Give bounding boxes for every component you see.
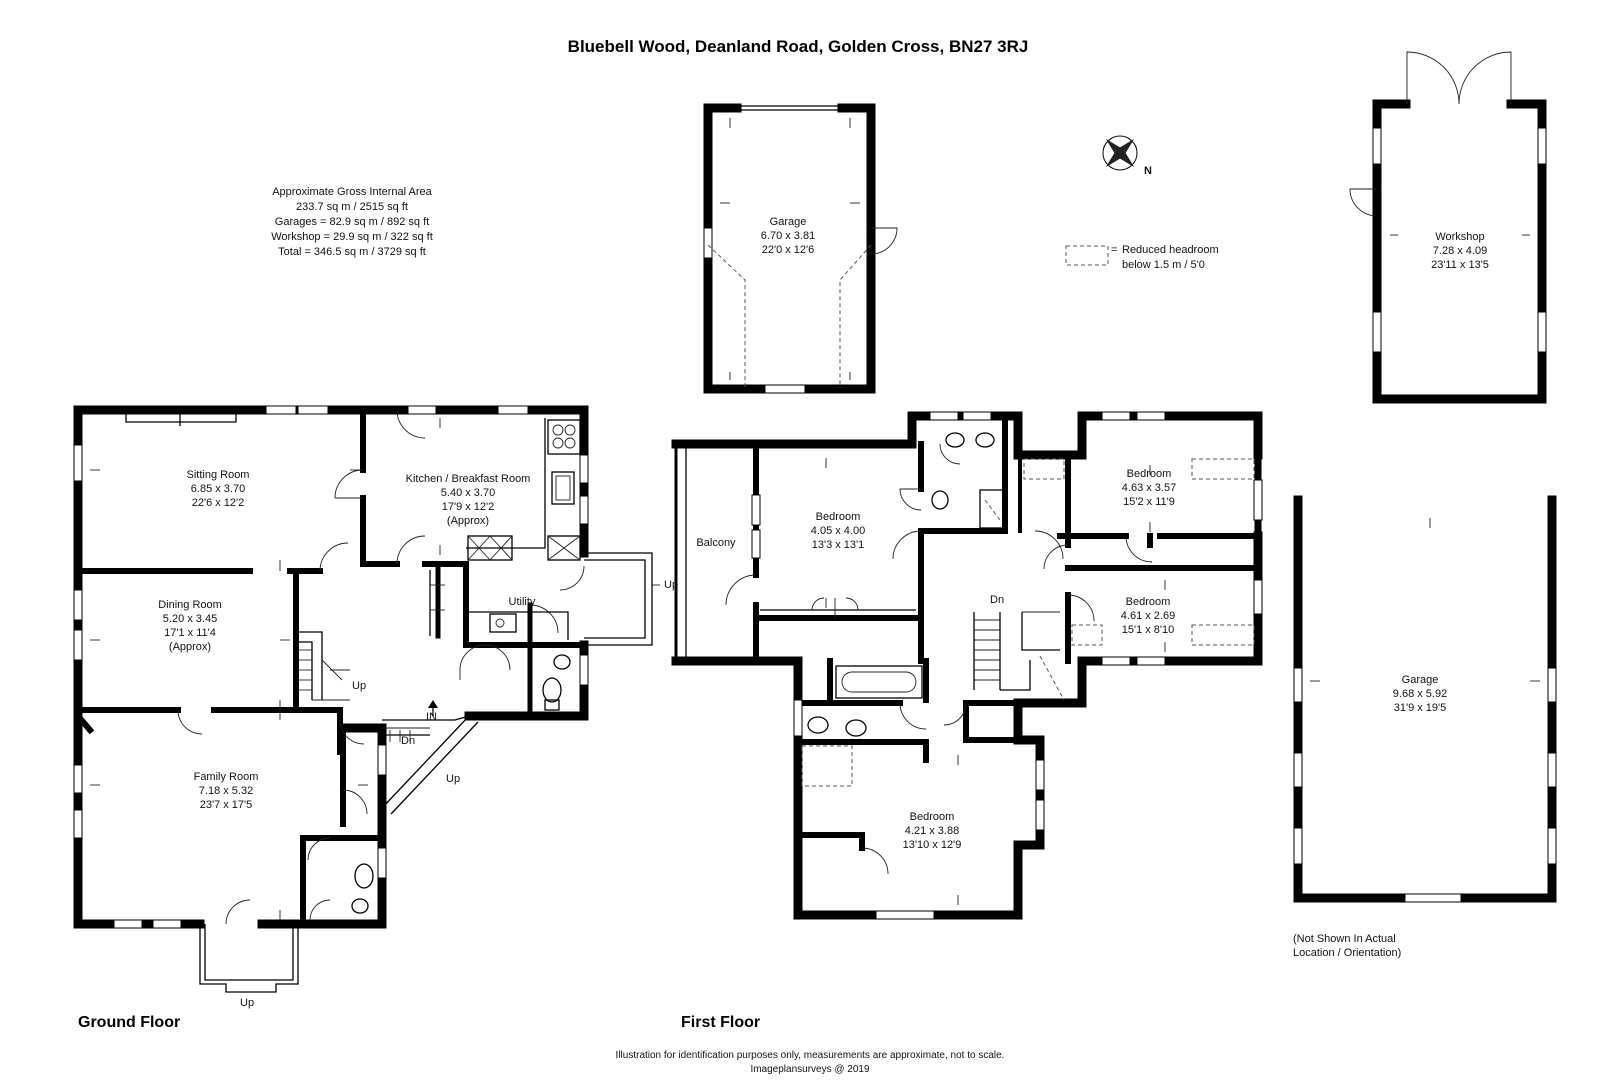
svg-text:6.85 x 3.70: 6.85 x 3.70 bbox=[191, 483, 245, 495]
bedroom-2-label: Bedroom 4.63 x 3.57 15'2 x 11'9 bbox=[1122, 468, 1176, 508]
ground-floor-plan bbox=[73, 405, 660, 993]
dining-room-label: Dining Room 5.20 x 3.45 17'1 x 11'4 (App… bbox=[158, 599, 222, 653]
svg-text:22'6 x 12'2: 22'6 x 12'2 bbox=[192, 497, 245, 509]
kitchen-label: Kitchen / Breakfast Room 5.40 x 3.70 17'… bbox=[406, 473, 531, 527]
svg-text:6.70 x 3.81: 6.70 x 3.81 bbox=[761, 230, 815, 242]
stair-dn-ground: Dn bbox=[401, 735, 415, 747]
svg-text:5.40 x 3.70: 5.40 x 3.70 bbox=[441, 487, 495, 499]
area-total: Total = 346.5 sq m / 3729 sq ft bbox=[278, 246, 426, 258]
svg-text:17'9 x 12'2: 17'9 x 12'2 bbox=[442, 501, 495, 513]
svg-text:7.28 x 4.09: 7.28 x 4.09 bbox=[1433, 245, 1487, 257]
balcony-label: Balcony bbox=[696, 537, 736, 549]
svg-text:(Approx): (Approx) bbox=[447, 515, 489, 527]
compass-label: N bbox=[1144, 165, 1152, 177]
svg-text:Family Room: Family Room bbox=[194, 771, 259, 783]
svg-text:23'7 x 17'5: 23'7 x 17'5 bbox=[200, 799, 253, 811]
area-garages: Garages = 82.9 sq m / 892 sq ft bbox=[275, 216, 429, 228]
first-floor-label: First Floor bbox=[681, 1014, 760, 1031]
bedroom-4-label: Bedroom 4.21 x 3.88 13'10 x 12'9 bbox=[903, 811, 962, 851]
bedroom-1-label: Bedroom 4.05 x 4.00 13'3 x 13'1 bbox=[811, 511, 865, 551]
svg-text:23'11 x 13'5: 23'11 x 13'5 bbox=[1431, 259, 1489, 271]
svg-text:Garage: Garage bbox=[1402, 674, 1439, 686]
svg-text:5.20 x 3.45: 5.20 x 3.45 bbox=[163, 613, 217, 625]
svg-text:(Approx): (Approx) bbox=[169, 641, 211, 653]
utility-label: Utility bbox=[509, 596, 536, 608]
svg-text:15'1 x 8'10: 15'1 x 8'10 bbox=[1122, 624, 1175, 636]
svg-text:22'0 x 12'6: 22'0 x 12'6 bbox=[762, 244, 815, 256]
credit: Imageplansurveys @ 2019 bbox=[750, 1064, 870, 1075]
svg-text:9.68 x 5.92: 9.68 x 5.92 bbox=[1393, 688, 1447, 700]
stair-dn-first: Dn bbox=[990, 594, 1004, 606]
svg-text:13'10 x 12'9: 13'10 x 12'9 bbox=[903, 839, 962, 851]
svg-text:4.05 x 4.00: 4.05 x 4.00 bbox=[811, 525, 865, 537]
bedroom-3-label: Bedroom 4.61 x 2.69 15'1 x 8'10 bbox=[1121, 596, 1175, 636]
garage-large-label: Garage 9.68 x 5.92 31'9 x 19'5 bbox=[1393, 674, 1447, 714]
svg-text:Bedroom: Bedroom bbox=[816, 511, 861, 523]
area-workshop: Workshop = 29.9 sq m / 322 sq ft bbox=[271, 231, 433, 243]
legend: = Reduced headroom below 1.5 m / 5'0 bbox=[1065, 244, 1219, 271]
svg-text:Bedroom: Bedroom bbox=[910, 811, 955, 823]
first-floor-staircase bbox=[973, 611, 1060, 691]
legend-line1: Reduced headroom bbox=[1122, 244, 1219, 256]
svg-text:4.61 x 2.69: 4.61 x 2.69 bbox=[1121, 610, 1175, 622]
garage-top-label: Garage 6.70 x 3.81 22'0 x 12'6 bbox=[761, 216, 815, 256]
svg-text:31'9 x 19'5: 31'9 x 19'5 bbox=[1394, 702, 1447, 714]
garage-top bbox=[703, 103, 898, 394]
svg-text:Bedroom: Bedroom bbox=[1127, 468, 1172, 480]
area-main: 233.7 sq m / 2515 sq ft bbox=[296, 201, 408, 213]
compass-icon bbox=[1102, 135, 1138, 171]
first-floor-plan bbox=[671, 411, 1263, 920]
entrance-in-label: IN bbox=[426, 711, 437, 723]
svg-text:17'1 x 11'4: 17'1 x 11'4 bbox=[164, 627, 216, 639]
svg-text:Sitting Room: Sitting Room bbox=[187, 469, 250, 481]
svg-text:Bedroom: Bedroom bbox=[1126, 596, 1171, 608]
not-shown-note-line2: Location / Orientation) bbox=[1293, 947, 1401, 959]
workshop bbox=[1349, 51, 1547, 404]
legend-line2: below 1.5 m / 5'0 bbox=[1122, 259, 1205, 271]
svg-text:Kitchen / Breakfast Room: Kitchen / Breakfast Room bbox=[406, 473, 531, 485]
area-heading: Approximate Gross Internal Area bbox=[272, 186, 432, 198]
workshop-label: Workshop 7.28 x 4.09 23'11 x 13'5 bbox=[1431, 231, 1489, 271]
svg-text:13'3 x 13'1: 13'3 x 13'1 bbox=[812, 539, 865, 551]
ground-staircase bbox=[298, 631, 350, 701]
stair-up-ground: Up bbox=[352, 680, 366, 692]
svg-text:15'2 x 11'9: 15'2 x 11'9 bbox=[1123, 496, 1175, 508]
not-shown-note-line1: (Not Shown In Actual bbox=[1293, 933, 1396, 945]
ramp-up-label: Up bbox=[446, 773, 460, 785]
porch-up-label: Up bbox=[240, 997, 254, 1009]
plan-title: Bluebell Wood, Deanland Road, Golden Cro… bbox=[568, 37, 1029, 56]
svg-text:Workshop: Workshop bbox=[1435, 231, 1484, 243]
ground-floor-label: Ground Floor bbox=[78, 1014, 180, 1031]
garage-large bbox=[1293, 495, 1557, 903]
svg-text:4.21 x 3.88: 4.21 x 3.88 bbox=[905, 825, 959, 837]
area-summary: Approximate Gross Internal Area 233.7 sq… bbox=[271, 186, 433, 258]
svg-text:Dining Room: Dining Room bbox=[158, 599, 222, 611]
svg-text:4.63 x 3.57: 4.63 x 3.57 bbox=[1122, 482, 1176, 494]
reduced-headroom-swatch bbox=[1065, 245, 1109, 266]
family-room-label: Family Room 7.18 x 5.32 23'7 x 17'5 bbox=[194, 771, 259, 811]
sitting-room-label: Sitting Room 6.85 x 3.70 22'6 x 12'2 bbox=[187, 469, 250, 509]
svg-text:7.18 x 5.32: 7.18 x 5.32 bbox=[199, 785, 253, 797]
disclaimer: Illustration for identification purposes… bbox=[616, 1050, 1005, 1061]
svg-text:Garage: Garage bbox=[770, 216, 807, 228]
svg-text:=: = bbox=[1111, 244, 1117, 256]
